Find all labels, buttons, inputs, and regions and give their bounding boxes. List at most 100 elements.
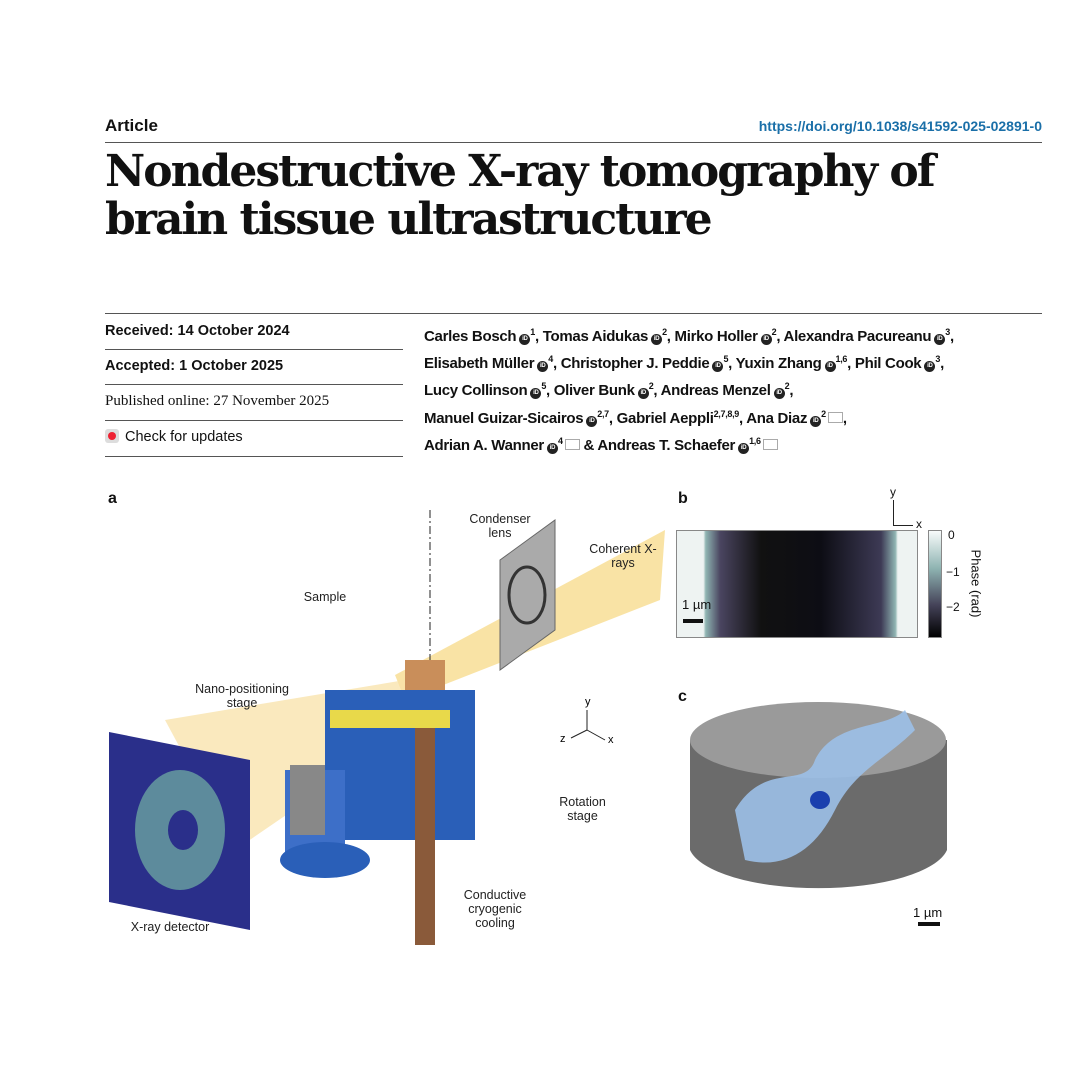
rotation-stage-label: Rotation stage: [559, 795, 606, 823]
affiliation: 2: [648, 381, 654, 392]
orcid-icon[interactable]: iD: [738, 442, 750, 454]
author-name: Andreas Menzel: [660, 382, 771, 400]
author-name: Phil Cook: [854, 355, 922, 373]
orcid-icon[interactable]: iD: [924, 361, 936, 373]
sample-label: Sample: [303, 590, 347, 604]
author-name: Gabriel Aeppli: [616, 409, 714, 427]
author-name: Ana Diaz: [746, 409, 808, 427]
scale-bar-label: 1 µm: [913, 905, 943, 920]
panel-c-label: c: [678, 688, 687, 705]
article-title: Nondestructive X-ray tomography of brain…: [105, 146, 936, 245]
detector-label: X-ray detector: [130, 920, 210, 934]
affiliation: 2: [662, 327, 667, 337]
scale-bar-label: 1 µm: [682, 597, 712, 612]
author-name: Yuxin Zhang: [735, 355, 822, 373]
panel-a-diagram: y x z: [109, 510, 665, 945]
affiliation: 5: [541, 381, 547, 392]
orcid-icon[interactable]: iD: [586, 415, 598, 427]
affiliation: 2: [771, 327, 777, 337]
check-updates-button[interactable]: Check for updates: [105, 429, 403, 445]
condenser-lens: [499, 519, 556, 671]
orcid-icon[interactable]: iD: [637, 388, 649, 400]
affiliation: 1: [530, 327, 535, 337]
panel-a-label: a: [108, 490, 117, 507]
affiliation: 2,7,8,9: [713, 408, 740, 419]
axis-arrow: [893, 525, 913, 526]
affiliation: 5: [723, 354, 729, 365]
affiliation: 3: [935, 354, 941, 365]
orcid-icon[interactable]: iD: [530, 388, 542, 400]
svg-text:z: z: [560, 733, 566, 745]
condenser-lens-label: Condenser lens: [469, 512, 531, 540]
divider: [105, 420, 403, 421]
nano-stage-label: Nano-positioning stage: [195, 682, 289, 710]
orcid-icon[interactable]: iD: [934, 334, 946, 345]
author[interactable]: Gabriel Aeppli2,7,8,9: [616, 408, 740, 427]
scale-bar: [918, 922, 940, 926]
colorbar-label: Phase (rad): [968, 549, 984, 618]
tomogram-volume: [690, 702, 947, 889]
accepted-date: Accepted: 1 October 2025: [105, 358, 284, 374]
author-name: Adrian A. Wanner: [424, 436, 544, 454]
check-updates-icon: [105, 429, 119, 443]
email-icon[interactable]: [564, 438, 580, 450]
orcid-icon[interactable]: iD: [712, 361, 724, 373]
author-name: Mirko Holler: [674, 328, 758, 345]
author-name: Lucy Collinson: [424, 382, 528, 400]
axis-y-label: y: [890, 485, 896, 499]
affiliation: 3: [945, 327, 950, 337]
axis-arrow: [893, 500, 894, 525]
affiliation: 1,6: [749, 435, 761, 446]
affiliation: 4: [557, 435, 563, 446]
orcid-icon[interactable]: iD: [773, 388, 785, 400]
orcid-icon[interactable]: iD: [760, 334, 772, 345]
email-icon[interactable]: [827, 411, 843, 423]
affiliation: 2: [784, 381, 790, 392]
orcid-icon[interactable]: iD: [546, 442, 558, 454]
author-name: Carles Bosch: [424, 328, 517, 345]
orcid-icon[interactable]: iD: [810, 415, 822, 427]
affiliation: 2: [821, 408, 826, 419]
affiliation: 1,6: [835, 354, 848, 365]
colorbar-tick: 0: [948, 528, 955, 542]
orcid-icon[interactable]: iD: [537, 361, 549, 373]
author-name: Alexandra Pacureanu: [783, 328, 932, 345]
published-date: Published online: 27 November 2025: [105, 393, 330, 409]
cooling-label: Conductive cryogenic cooling: [463, 888, 527, 930]
scale-bar: [683, 619, 703, 623]
divider: [105, 142, 1042, 143]
panel-b-label: b: [678, 490, 688, 507]
email-icon[interactable]: [762, 438, 778, 450]
axis-x-label: x: [916, 517, 922, 531]
divider: [105, 349, 403, 350]
author-name: Oliver Bunk: [553, 382, 635, 400]
author-name: Manuel Guizar-Sicairos: [424, 409, 584, 427]
affiliation: 2,7: [597, 408, 609, 419]
affiliation: 4: [548, 354, 553, 365]
zone-plate: [507, 565, 547, 625]
doi-link[interactable]: https://doi.org/10.1038/s41592-025-02891…: [758, 118, 1042, 134]
divider: [105, 384, 403, 385]
author-name: Christopher J. Peddie: [560, 355, 710, 373]
colorbar-tick: −2: [946, 600, 960, 614]
orcid-icon[interactable]: iD: [519, 334, 531, 345]
author-name: Elisabeth Müller: [424, 355, 535, 373]
orcid-icon[interactable]: iD: [824, 361, 836, 373]
orcid-icon[interactable]: iD: [651, 334, 663, 345]
